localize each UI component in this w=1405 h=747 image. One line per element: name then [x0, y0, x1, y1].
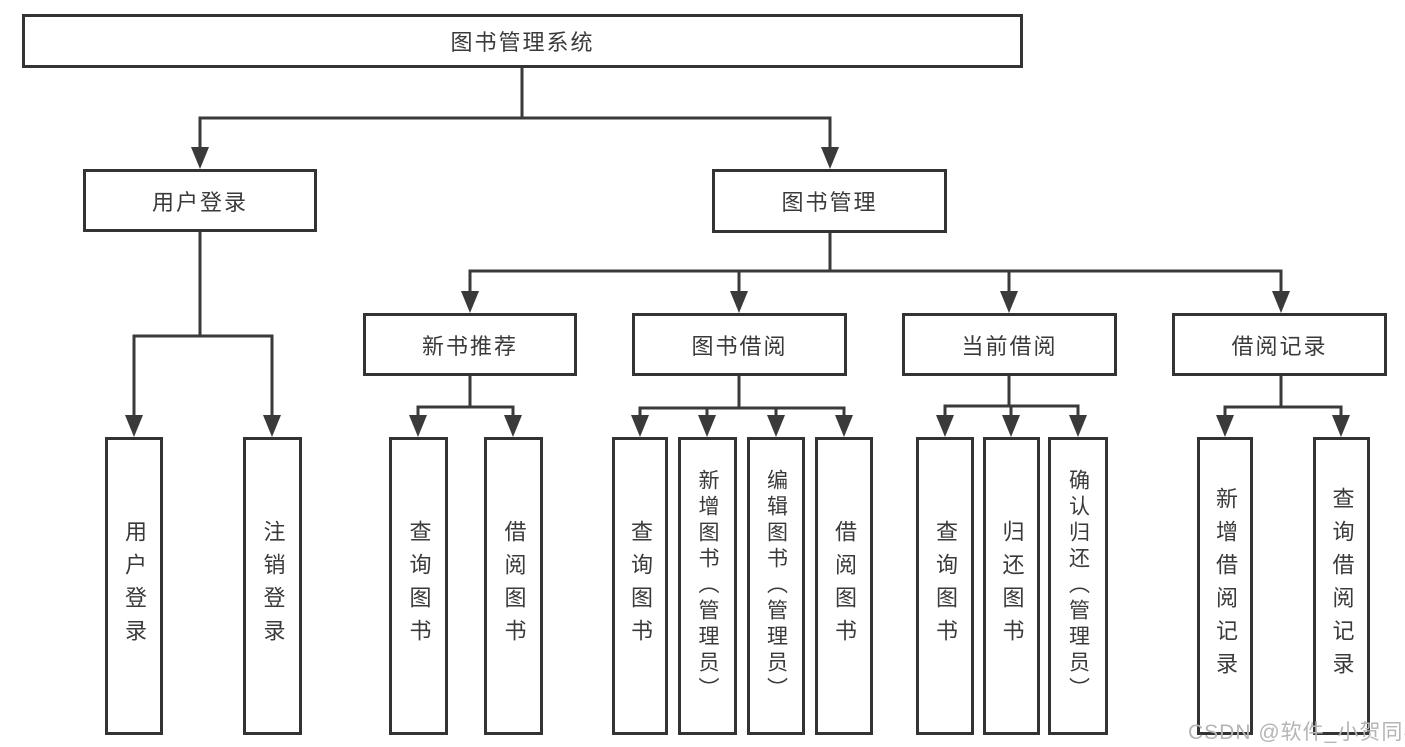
arrowhead	[125, 415, 143, 437]
leaf-label: 编辑图书（管理员）	[764, 469, 788, 703]
bus-book-management	[468, 233, 1283, 296]
leaf-label: 新增借阅记录	[1213, 487, 1238, 685]
leaf-label: 查询借阅记录	[1329, 487, 1355, 685]
node-new-book-recommend: 新书推荐	[363, 313, 577, 376]
arrowhead	[191, 147, 209, 169]
csdn-watermark: CSDN @软件_小贺同学	[1188, 721, 1405, 744]
node-root: 图书管理系统	[22, 14, 1023, 68]
arrowhead	[1272, 291, 1290, 313]
leaf-record-query-record: 查询借阅记录	[1313, 437, 1370, 735]
arrowhead	[1069, 415, 1087, 437]
leaf-current-confirm-return-admin: 确认归还（管理员）	[1048, 437, 1108, 735]
arrowhead	[767, 415, 785, 437]
bus-user-login	[132, 232, 274, 420]
leaf-borrow-query-book: 查询图书	[612, 437, 668, 735]
leaf-user-login: 用户登录	[105, 437, 163, 735]
arrowhead	[698, 415, 716, 437]
bus-new-book-recommend	[416, 376, 515, 422]
leaf-current-return-book: 归还图书	[983, 437, 1040, 735]
node-borrow-record: 借阅记录	[1172, 313, 1387, 376]
bus-root	[198, 68, 832, 152]
leaf-current-query-book: 查询图书	[916, 437, 974, 735]
leaf-label: 借阅图书	[501, 520, 527, 652]
leaf-label: 用户登录	[122, 520, 147, 652]
node-current-borrow: 当前借阅	[902, 313, 1117, 376]
leaf-label: 查询图书	[406, 520, 432, 652]
arrowhead	[1000, 291, 1018, 313]
leaf-newrec-query-book: 查询图书	[389, 437, 448, 735]
leaf-label: 新增图书（管理员）	[696, 469, 719, 703]
leaf-logout: 注销登录	[243, 437, 302, 735]
arrowhead	[409, 415, 427, 437]
arrowhead	[631, 415, 649, 437]
leaf-borrow-borrow-book: 借阅图书	[815, 437, 873, 735]
arrowhead	[730, 291, 748, 313]
node-book-borrow: 图书借阅	[632, 313, 847, 376]
bus-book-borrow	[638, 376, 846, 422]
leaf-label: 确认归还（管理员）	[1066, 469, 1090, 703]
leaf-label: 归还图书	[999, 520, 1025, 652]
leaf-label: 查询图书	[628, 520, 653, 652]
leaf-newrec-borrow-book: 借阅图书	[484, 437, 543, 735]
arrowhead	[263, 415, 281, 437]
arrowhead	[504, 415, 522, 437]
arrowhead	[1216, 415, 1234, 437]
leaf-borrow-add-book-admin: 新增图书（管理员）	[678, 437, 737, 735]
leaf-label: 查询图书	[933, 520, 958, 652]
arrowhead	[821, 147, 839, 169]
leaf-label: 注销登录	[260, 520, 286, 652]
leaf-label: 借阅图书	[832, 520, 857, 652]
arrowhead	[1002, 415, 1020, 437]
bus-borrow-record	[1223, 376, 1343, 422]
arrowhead	[1332, 415, 1350, 437]
leaf-record-add-record: 新增借阅记录	[1197, 437, 1253, 735]
node-user-login: 用户登录	[83, 169, 317, 232]
leaf-borrow-edit-book-admin: 编辑图书（管理员）	[747, 437, 805, 735]
arrowhead	[936, 415, 954, 437]
arrowheads	[125, 147, 1350, 437]
arrowhead	[461, 291, 479, 313]
bus-current-borrow	[943, 376, 1080, 422]
arrowhead	[835, 415, 853, 437]
node-book-management: 图书管理	[712, 169, 947, 233]
